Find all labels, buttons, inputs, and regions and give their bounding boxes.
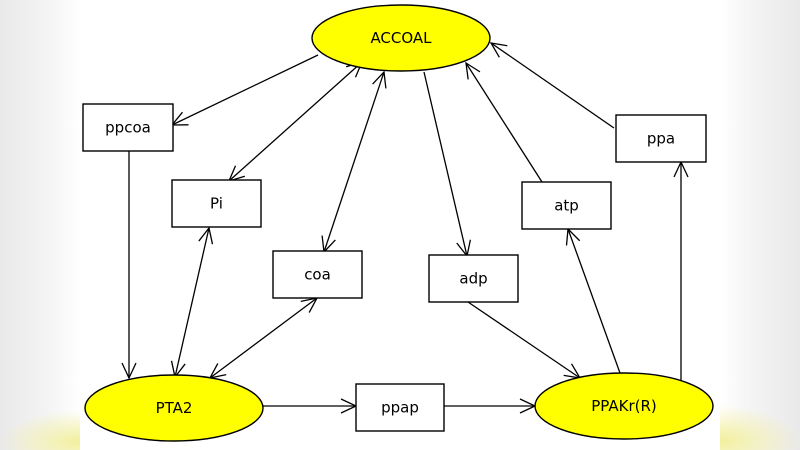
node-ppcoa: ppcoa [82,103,174,152]
edge-line-pi-pta2 [174,227,210,378]
node-label-ppap: ppap [381,399,419,417]
node-accoal: ACCOAL [311,4,491,72]
node-label-pi: Pi [210,195,223,213]
node-label-pta2: PTA2 [156,399,193,417]
reaction-ellipse-pta2 [84,374,264,442]
reaction-ellipse-ppakr [534,372,714,440]
node-adp: adp [428,254,519,303]
node-label-adp: adp [459,270,487,288]
node-ppa: ppa [615,114,707,163]
node-label-accoal: ACCOAL [370,29,432,47]
metabolite-box-ppcoa [82,103,174,152]
right-margin-blur [720,405,800,450]
node-pi: Pi [171,179,262,228]
edge-line-accoal-pi [228,61,363,182]
edge-line-accoal-adp [423,71,468,257]
node-label-ppcoa: ppcoa [105,119,151,137]
edge-line-adp-ppakr [467,301,581,379]
edge-ppa-to-accoal [489,42,615,129]
edge-line-atp-accoal [465,62,543,183]
node-coa: coa [272,250,363,299]
right-margin [720,0,800,450]
arrowhead-accoal [489,42,508,58]
metabolite-box-ppap [355,383,445,432]
edge-line-accoal-ppcoa [171,54,319,126]
metabolite-box-pi [171,179,262,228]
metabolite-box-adp [428,254,519,303]
arrowhead-accoal [372,70,387,89]
left-margin-blur [0,410,80,450]
arrowhead-accoal [465,61,481,80]
left-margin [0,0,80,450]
node-label-ppakr: PPAKr(R) [591,397,657,415]
edge-line-ppa-accoal [490,42,615,129]
arrowhead-pta2 [121,362,137,380]
node-pta2: PTA2 [84,374,264,442]
edge-atp-to-accoal [465,61,543,183]
edge-ppcoa-to-pta2 [121,151,137,380]
edge-line-accoal-coa [323,71,385,253]
node-ppap: ppap [355,383,445,432]
edge-line-coa-pta2 [209,297,318,379]
metabolite-box-coa [272,250,363,299]
edge-line-ppakr-atp [567,228,621,374]
edges-layer [121,42,689,414]
metabolite-box-atp [521,181,612,230]
arrowhead-pi [198,226,214,245]
node-ppakr: PPAKr(R) [534,372,714,440]
node-label-ppa: ppa [647,130,675,148]
node-atp: atp [521,181,612,230]
metabolite-box-ppa [615,114,707,163]
node-label-atp: atp [554,197,579,215]
reaction-ellipse-accoal [311,4,491,72]
node-label-coa: coa [304,266,331,284]
